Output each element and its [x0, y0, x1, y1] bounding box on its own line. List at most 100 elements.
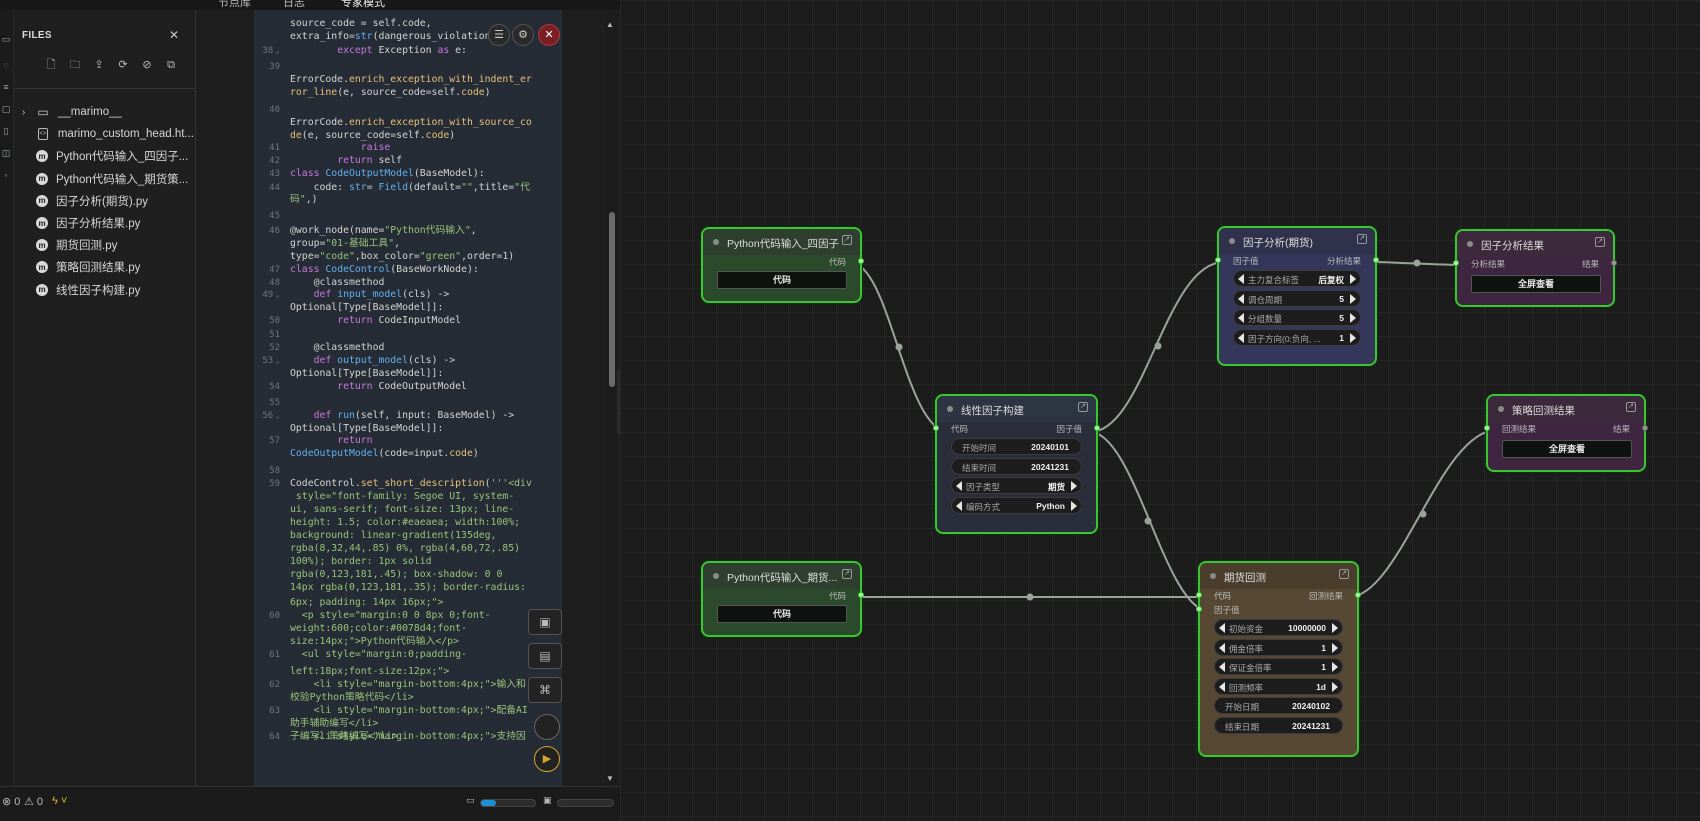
field-value[interactable]: 20240102	[1292, 701, 1330, 711]
code-text[interactable]: @classmethod	[290, 342, 385, 353]
code-text[interactable]: extra_info=str(dangerous_violations))	[290, 31, 509, 42]
input-port[interactable]	[1484, 425, 1490, 431]
code-text[interactable]: rgba(8,32,44,.85) 0%, rgba(4,60,72,.85)	[290, 543, 521, 554]
code-text[interactable]: @work_node(name="Python代码输入",	[290, 225, 477, 236]
edit-icon[interactable]: ↗	[1339, 569, 1349, 579]
copy-icon[interactable]: ⧉	[167, 59, 175, 71]
field-value[interactable]: 1	[1321, 662, 1326, 672]
code-text[interactable]: 14px rgba(0,123,181,.35); border-radius:	[290, 582, 526, 593]
output-port[interactable]	[1611, 260, 1617, 266]
code-text[interactable]: class CodeOutputModel(BaseModel):	[290, 168, 485, 179]
editor-scrollbar-thumb[interactable]	[609, 212, 615, 387]
tab-expert-mode[interactable]: 专家模式	[341, 0, 385, 9]
code-text[interactable]: raise	[360, 142, 391, 153]
code-text[interactable]: <li style="margin-bottom:4px;">配备AI	[290, 705, 528, 716]
code-text[interactable]: class CodeControl(BaseWorkNode):	[290, 264, 479, 275]
editor-scrollbar-track[interactable]	[605, 10, 617, 786]
parameter-field[interactable]: 主力复合标签后复权	[1233, 270, 1361, 287]
field-value[interactable]: 10000000	[1288, 623, 1326, 633]
field-value[interactable]: 后复权	[1318, 275, 1344, 285]
decrement-arrow-icon[interactable]	[1238, 332, 1244, 343]
code-text[interactable]: background: linear-gradient(135deg,	[290, 530, 497, 541]
code-editor[interactable]: source_code = self.code, extra_info=str(d…	[196, 10, 564, 786]
increment-arrow-icon[interactable]	[1332, 681, 1338, 692]
fullscreen-view-button[interactable]: 全屏查看	[1502, 440, 1632, 458]
code-text[interactable]: return CodeOutputModel	[337, 381, 467, 392]
field-value[interactable]: Python	[1036, 500, 1065, 511]
code-button[interactable]: 代码	[717, 271, 847, 289]
parameter-field[interactable]: 因子方向(0:负向, ...1	[1233, 328, 1361, 346]
code-text[interactable]: group="01-基础工具",	[290, 238, 400, 249]
code-text[interactable]: ErrorCode.enrich_exception_with_indent_e…	[290, 74, 532, 85]
code-text[interactable]: left:18px;font-size:12px;">	[290, 666, 450, 677]
edit-icon[interactable]: ↗	[1078, 402, 1088, 412]
command-icon[interactable]: ⌘	[528, 677, 562, 703]
decrement-arrow-icon[interactable]	[956, 500, 962, 511]
output-port[interactable]	[858, 258, 864, 264]
file-item[interactable]: <>marimo_custom_head.ht...	[22, 124, 194, 144]
decrement-arrow-icon[interactable]	[1238, 313, 1244, 323]
increment-arrow-icon[interactable]	[1071, 500, 1077, 511]
edit-icon[interactable]: ↗	[842, 569, 852, 579]
output-port[interactable]	[1373, 257, 1379, 263]
code-text[interactable]: de(e, source_code=self.code)	[290, 130, 456, 141]
code-text[interactable]: ui, sans-serif; font-size: 13px; line-	[290, 504, 515, 515]
increment-arrow-icon[interactable]	[1350, 293, 1356, 304]
layout-icon[interactable]: ▤	[528, 643, 562, 669]
decrement-arrow-icon[interactable]	[1238, 274, 1244, 284]
code-text[interactable]: return self	[337, 155, 403, 166]
code-text[interactable]: def run(self, input: BaseModel) ->	[313, 410, 515, 421]
code-text[interactable]: return CodeInputModel	[337, 315, 462, 326]
code-lines[interactable]: source_code = self.code, extra_info=str(d…	[254, 10, 560, 786]
output-port[interactable]	[1094, 425, 1100, 431]
decrement-arrow-icon[interactable]	[1238, 293, 1244, 304]
error-count[interactable]: ⊗ 0	[2, 795, 20, 808]
docs-icon[interactable]: ◫	[1, 148, 11, 158]
decrement-arrow-icon[interactable]	[956, 481, 962, 491]
code-text[interactable]: 子编写、策略编写</li>	[290, 730, 398, 742]
notes-icon[interactable]: ▯	[3, 126, 9, 136]
code-text[interactable]: source_code = self.code,	[290, 18, 432, 29]
code-text[interactable]: style="font-family: Segoe UI, system-	[290, 491, 515, 502]
field-value[interactable]: 5	[1339, 313, 1344, 323]
code-area[interactable]	[290, 10, 562, 786]
snippets-icon[interactable]: ◦	[4, 170, 8, 180]
code-text[interactable]: 100%); border: 1px solid	[290, 556, 432, 567]
close-icon[interactable]: ✕	[169, 28, 180, 42]
code-text[interactable]: Optional[Type[BaseModel]]:	[290, 302, 444, 313]
refresh-icon[interactable]: ⟳	[118, 59, 128, 71]
node-strategy-backtest-result[interactable]: 策略回测结果 ↗ 回测结果 结果 全屏查看	[1484, 394, 1648, 472]
field-value[interactable]: 1	[1339, 332, 1344, 343]
code-text[interactable]: ror_line(e, source_code=self.code)	[290, 87, 491, 98]
fold-chevron-icon[interactable]: ⌄	[275, 290, 280, 299]
code-text[interactable]: @classmethod	[290, 277, 385, 288]
code-text[interactable]: 校验Python策略代码</li>	[290, 692, 414, 703]
code-text[interactable]: <li style="margin-bottom:4px;">输入和	[290, 679, 526, 690]
code-text[interactable]: code: str= Field(default="",title="代	[290, 182, 530, 193]
increment-arrow-icon[interactable]	[1332, 642, 1338, 653]
decrement-arrow-icon[interactable]	[1219, 623, 1225, 633]
scroll-up-icon[interactable]: ▲	[606, 20, 614, 29]
files-icon[interactable]: ▭	[1, 34, 11, 44]
input-port[interactable]	[933, 425, 939, 431]
edit-icon[interactable]: ↗	[1626, 402, 1636, 412]
lightning-icon[interactable]: ϟ ˅	[52, 795, 68, 807]
field-value[interactable]: 20241231	[1292, 720, 1330, 731]
parameter-field[interactable]: 因子类型期货	[951, 477, 1082, 494]
code-text[interactable]: ErrorCode.enrich_exception_with_source_c…	[290, 117, 532, 128]
folder-item[interactable]: ›▭__marimo__	[22, 102, 194, 122]
code-text[interactable]: <ul style="margin:0;padding-	[290, 649, 467, 660]
input-port[interactable]	[1196, 606, 1202, 612]
chevron-right-icon[interactable]: ›	[22, 106, 26, 118]
code-text[interactable]: type="code",box_color="green",order=1)	[290, 251, 515, 262]
code-text[interactable]: height: 1.5; color:#eaeaea; width:100%;	[290, 517, 521, 528]
node-python-input-four-factor[interactable]: Python代码输入_四因子 ↗ 代码 代码	[701, 227, 864, 303]
